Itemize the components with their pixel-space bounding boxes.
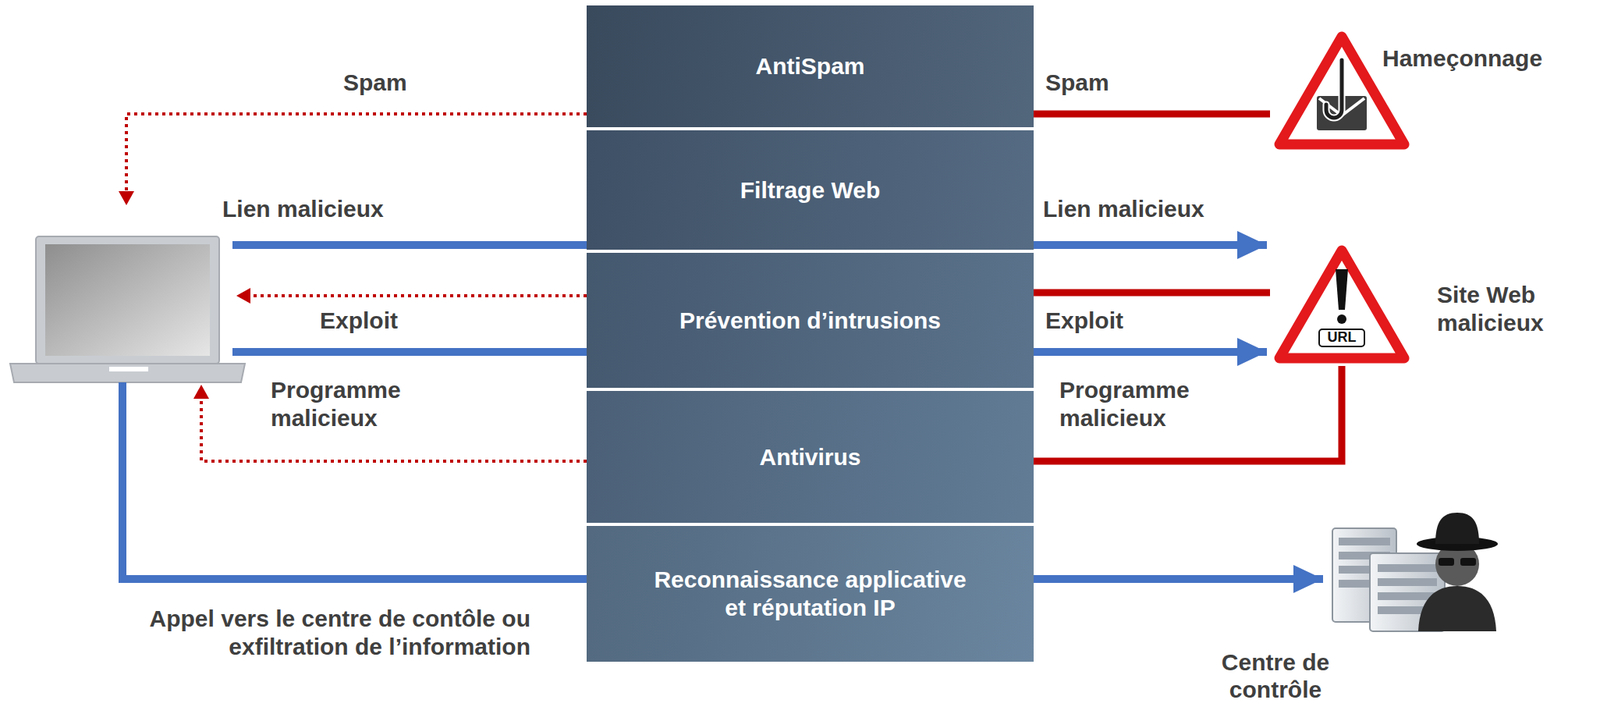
threat-flow — [1033, 289, 1271, 297]
layer-name: Filtrage Web — [740, 176, 880, 205]
app-recognition-layer: Reconnaissance applicative et réputation… — [586, 525, 1034, 662]
antispam-layer: AntiSpam — [586, 5, 1034, 128]
client-side-flows — [122, 113, 587, 579]
blocked-flow-heads — [118, 191, 251, 399]
flow-label: Programme malicieux — [1059, 376, 1232, 433]
layer-name: Reconnaissance applicative et réputation… — [648, 565, 973, 622]
flow-label: Programme malicieux — [270, 376, 443, 433]
threat-flow — [1033, 365, 1342, 462]
threat-flow — [1033, 110, 1271, 118]
outbound-flow — [232, 241, 587, 249]
intrusion-prevention-layer: Prévention d’intrusions — [586, 252, 1034, 388]
flow-label: Appel vers le centre de contôle ou exfil… — [124, 604, 531, 661]
flow-label: Exploit — [1045, 306, 1124, 335]
flow-label: Spam — [1045, 68, 1110, 97]
traffic-flow — [1033, 241, 1267, 249]
traffic-flow — [1033, 574, 1324, 583]
blocked-flow — [249, 294, 587, 298]
layer-name: Antivirus — [759, 443, 861, 472]
phishing-warning-sign: Hameçonnage — [1270, 28, 1414, 153]
flow-label: Lien malicieux — [222, 195, 384, 224]
flow-label: Exploit — [319, 306, 398, 335]
laptop-icon — [10, 236, 245, 383]
flow-label: Lien malicieux — [1043, 195, 1205, 224]
blocked-flow — [201, 397, 587, 462]
threat-label: Centre de contrôle — [1209, 649, 1342, 703]
traffic-flow — [1033, 347, 1267, 356]
flow-label: Spam — [343, 68, 408, 97]
layer-name: AntiSpam — [755, 52, 865, 81]
layer-name: Prévention d’intrusions — [679, 306, 941, 335]
malicious-site-warning-sign-shape — [1270, 242, 1414, 366]
outbound-flow — [232, 347, 587, 356]
threat-label: Hameçonnage — [1382, 44, 1543, 73]
malicious-site-warning-sign: Site Web malicieuxURL — [1270, 242, 1414, 366]
antivirus-layer: Antivirus — [586, 390, 1034, 523]
blocked-flow — [126, 113, 587, 192]
command-server-icon-shape — [1326, 504, 1501, 633]
url-tag: URL — [1318, 328, 1366, 348]
threat-label: Site Web malicieux — [1436, 280, 1574, 338]
command-server-icon: Centre de contrôle — [1326, 504, 1501, 633]
web-filter-layer: Filtrage Web — [586, 130, 1034, 250]
